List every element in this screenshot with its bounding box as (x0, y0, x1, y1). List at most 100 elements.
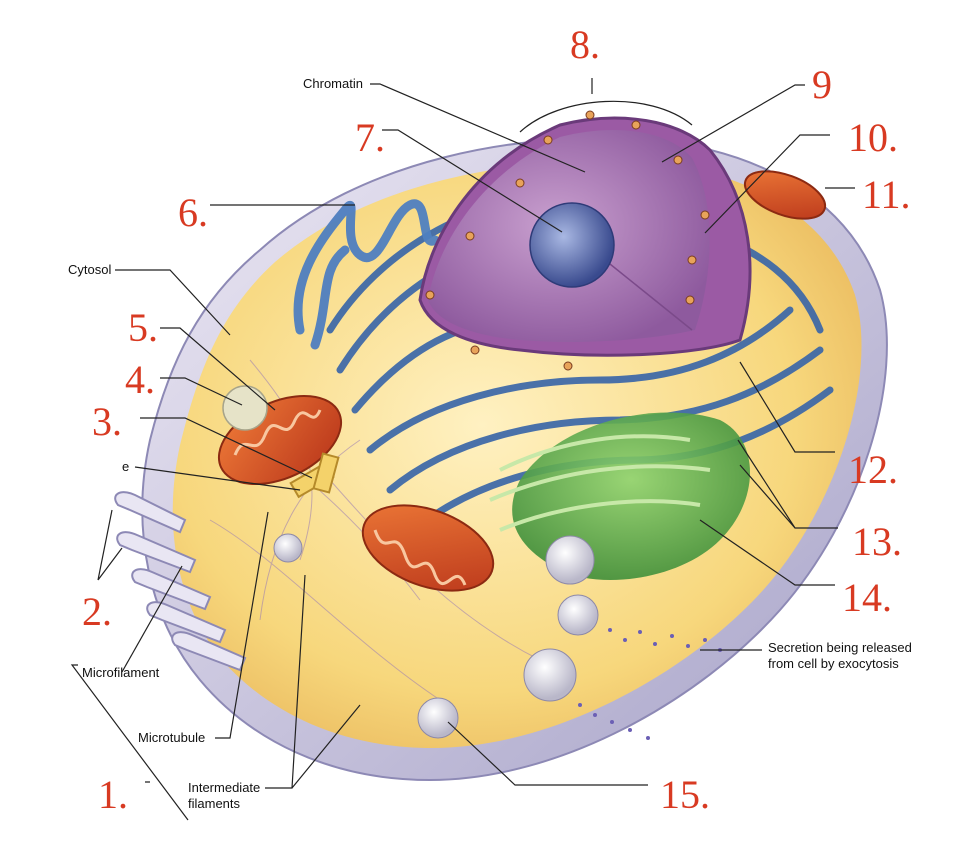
intermediate-filaments-label: Intermediate filaments (188, 780, 261, 811)
number-label-13: 13. (852, 519, 902, 564)
golgi-cisternae (489, 434, 711, 532)
number-label-7: 7. (355, 115, 385, 160)
particle (703, 638, 707, 642)
mitochondrion-outer (743, 170, 827, 220)
leader-14 (699, 519, 835, 586)
nuclear-pore (543, 135, 553, 145)
er-fold (366, 306, 794, 454)
microvillus (146, 601, 227, 644)
leader-microfilament (121, 565, 183, 673)
number-label-14: 14. (842, 575, 892, 620)
leader-13 (737, 439, 838, 529)
nuclear-pore (465, 231, 475, 241)
particle (628, 728, 632, 732)
vesicle (523, 648, 577, 702)
leader-lines (70, 78, 855, 821)
particle (593, 713, 597, 717)
number-label-12: 12. (848, 447, 898, 492)
leader-1 (70, 664, 189, 821)
nucleus (418, 110, 752, 371)
cisterna (489, 464, 711, 502)
number-label-9: 9 (812, 62, 832, 107)
leader-7 (382, 129, 563, 233)
leader-cytosol (115, 269, 231, 336)
number-label-2: 2. (82, 589, 112, 634)
cytosol-label: Cytosol (68, 262, 112, 277)
er-tubule (293, 199, 440, 335)
nuclear-pore (685, 295, 695, 305)
leader-9 (661, 84, 805, 163)
leader-15 (447, 721, 648, 786)
particle (646, 736, 650, 740)
leader-4 (160, 377, 243, 406)
microfilament-label: Microfilament (82, 665, 160, 680)
microvillus (116, 531, 197, 574)
particle (686, 644, 690, 648)
particle (608, 628, 612, 632)
leader-12 (739, 361, 835, 453)
number-label-15: 15. (660, 772, 710, 817)
chromatin-label: Chromatin (303, 76, 363, 91)
nuclear-pore (687, 255, 697, 265)
number-label-1: 1. (98, 772, 128, 817)
cisterna (499, 434, 691, 472)
leader-2 (97, 509, 123, 581)
secretion-particles (578, 628, 722, 740)
vesicles (273, 533, 599, 739)
nuclear-pore (425, 290, 435, 300)
nuclear-pore (515, 178, 525, 188)
number-label-5: 5. (128, 305, 158, 350)
particle (578, 703, 582, 707)
leader-3 (140, 417, 313, 479)
leader-chromatin (370, 83, 586, 173)
centriole (312, 452, 340, 494)
microvillus (131, 568, 212, 611)
mitochondrion-lower (361, 504, 495, 592)
leader-e (134, 466, 301, 491)
cristae (373, 529, 467, 586)
mitochondrion-outer (361, 504, 495, 592)
vesicle (545, 535, 595, 585)
fibre (209, 519, 441, 701)
nuclear-pore (470, 345, 480, 355)
microvillus (114, 491, 187, 534)
nuclear-pore (700, 210, 710, 220)
nucleolus (529, 202, 615, 288)
nucleus-cut-edge (604, 259, 693, 331)
vesicle (417, 697, 459, 739)
leader-10 (704, 134, 830, 234)
lysosome (222, 385, 268, 431)
vesicle (557, 594, 599, 636)
mitochondrion-right (743, 170, 827, 220)
number-label-6: 6. (178, 190, 208, 235)
nuclear-pore (631, 120, 641, 130)
microtubule-label: Microtubule (138, 730, 206, 745)
nuclear-pore (585, 110, 595, 120)
leader-intermediate (265, 574, 361, 789)
nuclear-pore (673, 155, 683, 165)
microvilli (114, 491, 247, 672)
vesicle (273, 533, 303, 563)
leader-8 (519, 78, 693, 133)
particle (670, 634, 674, 638)
leader-microtubule (215, 511, 269, 739)
centrioles (289, 452, 340, 499)
nuclear-pore (563, 361, 573, 371)
number-label-8: 8. (570, 22, 600, 67)
particle (653, 642, 657, 646)
fibre (259, 439, 361, 621)
cristae (233, 409, 322, 456)
truncated-e-label: e (122, 459, 130, 474)
particle (638, 630, 642, 634)
number-label-3: 3. (92, 399, 122, 444)
smooth-er (293, 199, 440, 350)
secretion-label: Secretion being released from cell by ex… (768, 640, 912, 671)
leader-5 (160, 327, 276, 411)
number-label-11: 11. (862, 172, 911, 217)
particle (623, 638, 627, 642)
cisterna (499, 499, 701, 532)
nuclear-pores (425, 110, 710, 371)
number-label-10: 10. (848, 115, 898, 160)
